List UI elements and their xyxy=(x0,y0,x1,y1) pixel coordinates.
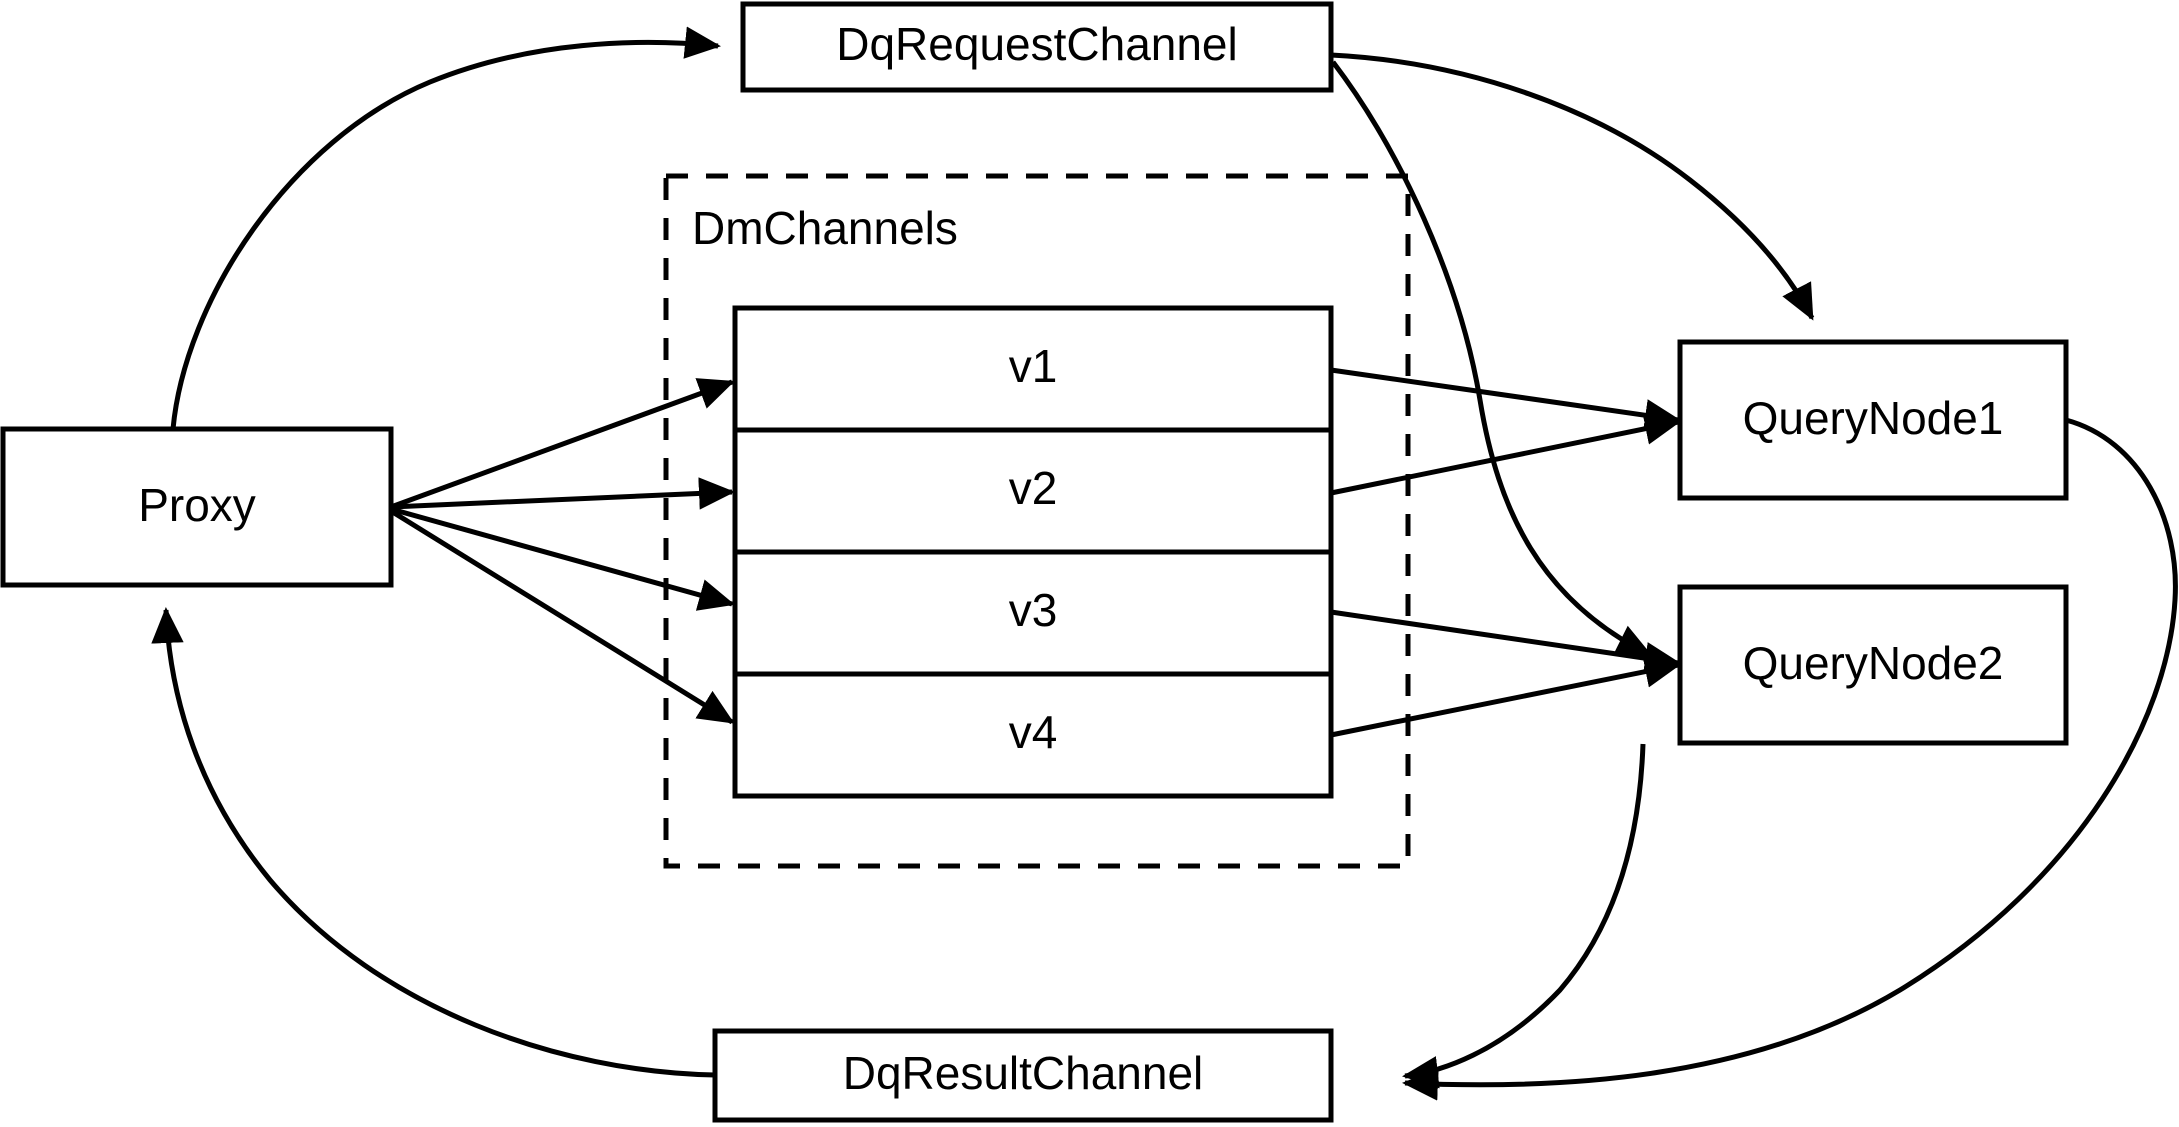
node-proxy-label: Proxy xyxy=(138,479,256,531)
node-proxy[interactable] xyxy=(0,426,394,588)
edge-v2-to-query-node-1 xyxy=(1330,412,1681,496)
edge-query-node-2-to-dq-result-channel xyxy=(1402,743,1646,1089)
edge-proxy-to-v4 xyxy=(389,508,735,725)
node-query-node-1-label: QueryNode1 xyxy=(1743,392,2004,444)
shard-label-v2: v2 xyxy=(1009,462,1058,514)
edge-v4-to-query-node-2 xyxy=(1330,655,1681,738)
dm-channels-group-label: DmChannels xyxy=(692,202,958,254)
edge-proxy-to-v3 xyxy=(390,506,735,611)
node-dq-request-channel[interactable] xyxy=(740,1,1334,93)
node-query-node-1[interactable] xyxy=(1677,339,2069,501)
edge-proxy-to-v2 xyxy=(390,477,735,510)
node-query-node-2-label: QueryNode2 xyxy=(1743,637,2004,689)
dm-channels-group xyxy=(663,173,1411,869)
edge-dq-result-channel-to-proxy xyxy=(151,607,716,1078)
node-dq-request-channel-label: DqRequestChannel xyxy=(836,18,1238,70)
shard-label-v3: v3 xyxy=(1009,584,1058,636)
edge-dq-request-channel-to-query-node-1 xyxy=(1330,52,1815,321)
node-dq-result-channel-label: DqResultChannel xyxy=(843,1047,1204,1099)
shard-label-v1: v1 xyxy=(1009,340,1058,392)
node-dq-result-channel[interactable] xyxy=(712,1028,1334,1123)
edge-query-node-1-to-dq-result-channel xyxy=(1402,417,2178,1101)
edge-proxy-to-v1 xyxy=(390,378,735,510)
edge-v1-to-query-node-1 xyxy=(1330,367,1681,432)
shard-label-v4: v4 xyxy=(1009,706,1058,758)
node-query-node-2[interactable] xyxy=(1677,584,2069,746)
edge-dq-request-channel-to-query-node-2 xyxy=(1331,60,1653,658)
edge-v3-to-query-node-2 xyxy=(1330,609,1681,675)
edge-proxy-to-dq-request-channel xyxy=(170,26,721,430)
